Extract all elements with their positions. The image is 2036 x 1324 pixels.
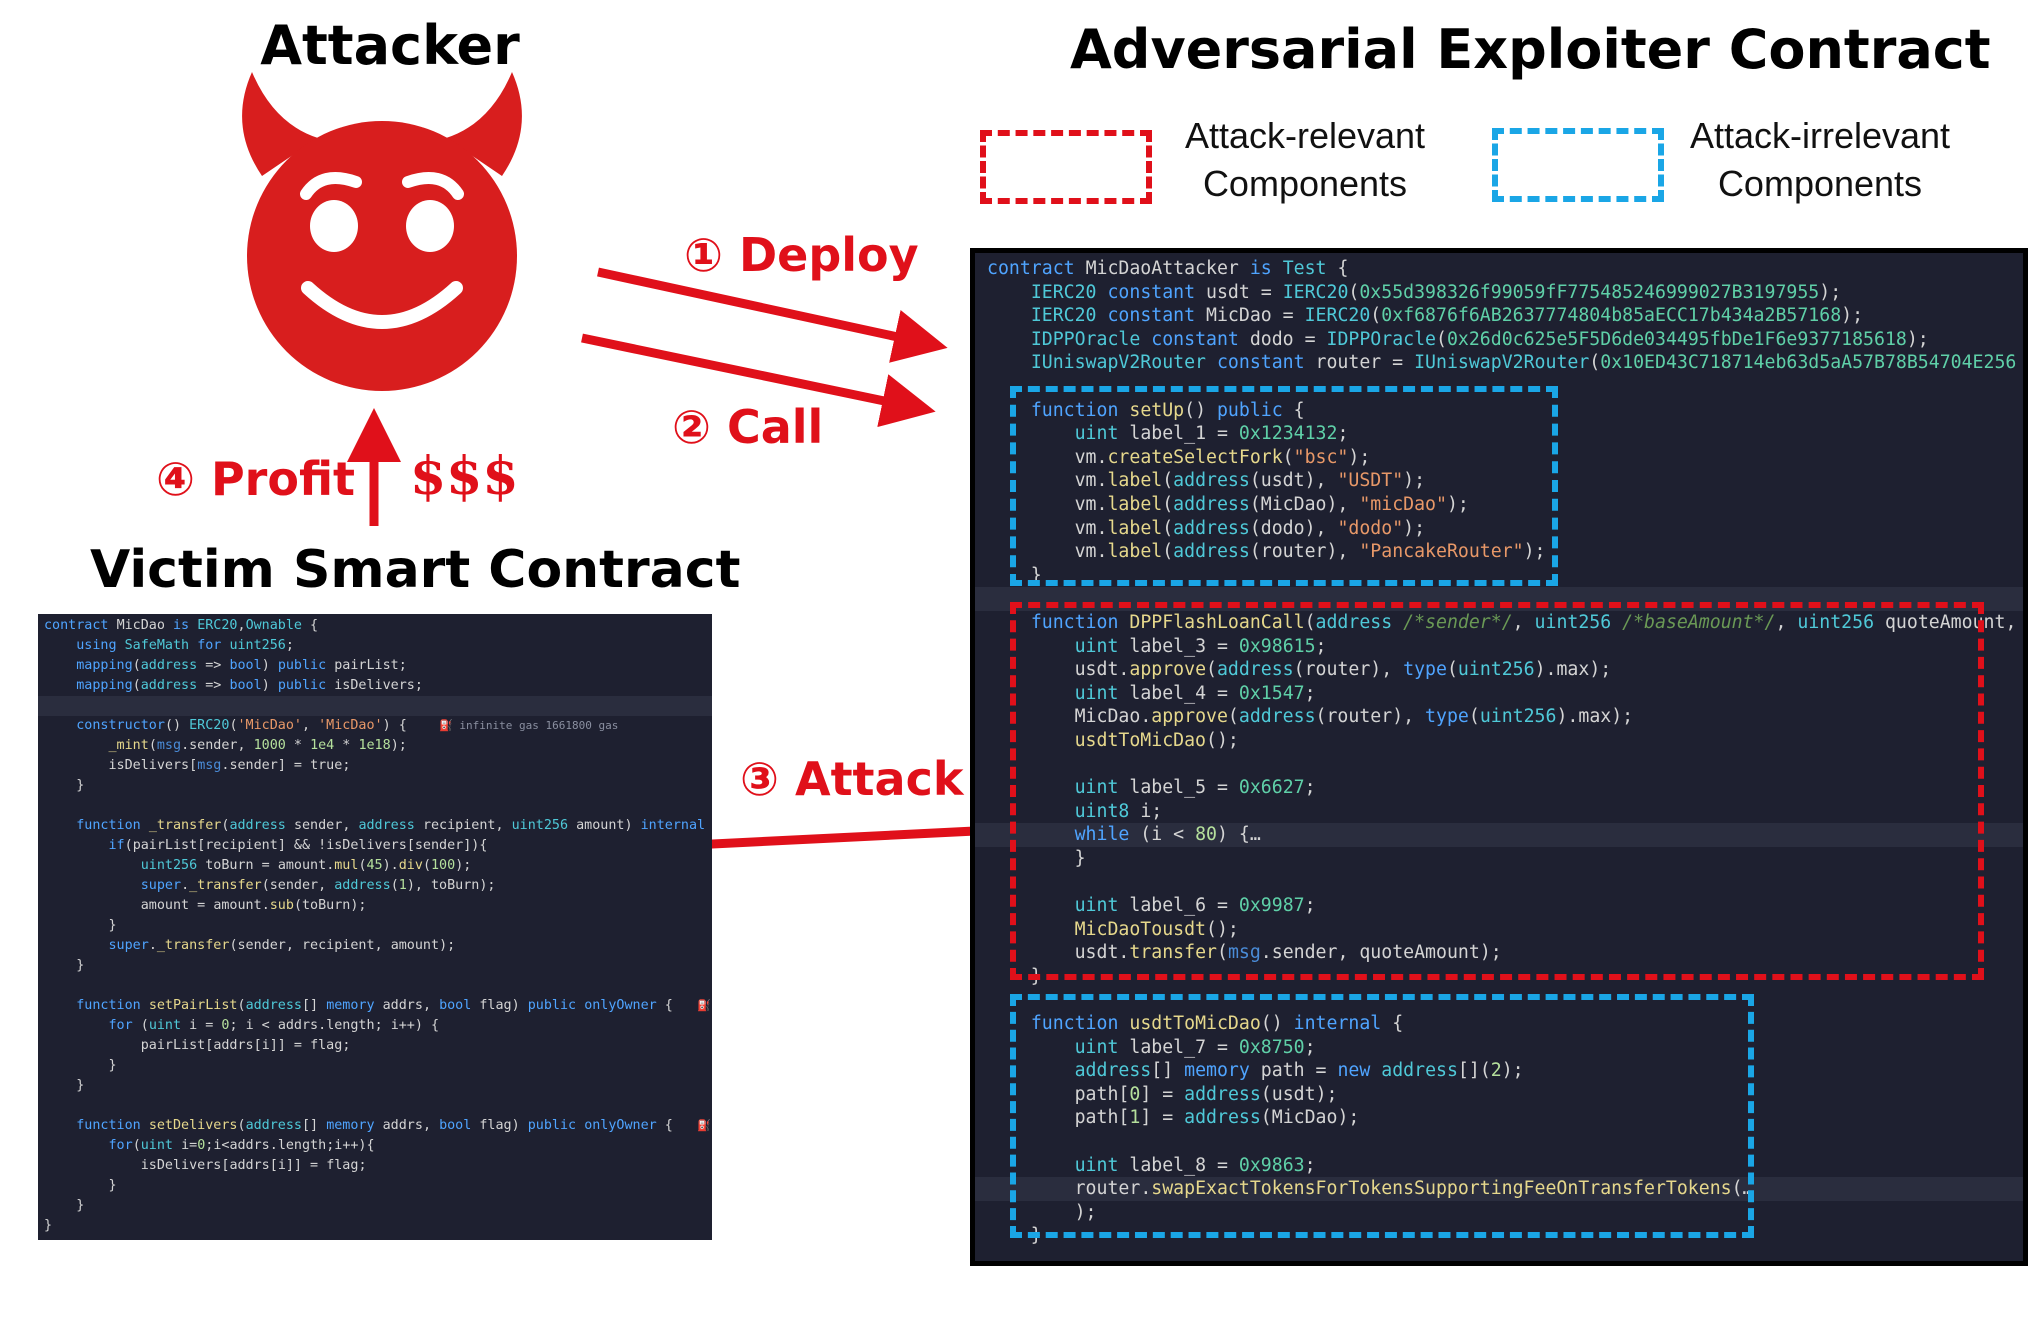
exploiter-code-line: function DPPFlashLoanCall(address /*send… xyxy=(1030,611,2017,633)
exploiter-code-line: } xyxy=(987,847,1086,869)
exploiter-code-line: uint label_6 = 0x9987; xyxy=(1074,895,1316,917)
exploiter-code-line xyxy=(975,1130,2023,1154)
victim-code-line: isDelivers[addrs[i]] = flag; xyxy=(140,1158,367,1173)
victim-code-line xyxy=(38,796,712,816)
exploiter-code-line: usdt.approve(address(router), type(uint2… xyxy=(1074,659,1612,681)
victim-code-line: } xyxy=(44,958,85,973)
exploiter-code-line: usdt.transfer(msg.sender, quoteAmount); xyxy=(1074,942,1502,964)
victim-code-line: uint256 toBurn = amount.mul(45).div(100)… xyxy=(140,858,472,873)
victim-code-line: } xyxy=(44,1078,85,1093)
profit-money-label: $$$ xyxy=(410,446,519,507)
victim-code-line: if(pairList[recipient] && !isDelivers[se… xyxy=(108,838,488,853)
exploiter-code-line: usdtToMicDao(); xyxy=(1074,729,1239,751)
exploiter-code-line: vm.createSelectFork("bsc"); xyxy=(1074,446,1371,468)
legend-irrelevant-label: Attack-irrelevant Components xyxy=(1689,115,1951,204)
victim-code-line: for(uint i=0;i<addrs.length;i++){ xyxy=(108,1138,375,1153)
victim-code-line: } xyxy=(44,1218,53,1233)
victim-code-line: function _transfer(address sender, addre… xyxy=(76,818,706,833)
exploiter-code-line: IUniswapV2Router constant router = IUnis… xyxy=(1030,352,2017,374)
victim-code-line: super._transfer(sender, address(1), toBu… xyxy=(140,878,496,893)
victim-code-line: } xyxy=(44,1198,85,1213)
exploiter-code-line: uint label_5 = 0x6627; xyxy=(1074,777,1316,799)
exploiter-code-line: uint label_7 = 0x8750; xyxy=(1074,1036,1316,1058)
victim-code-line: function setDelivers(address[] memory ad… xyxy=(76,1118,711,1133)
exploiter-code-line: MicDao.approve(address(router), type(uin… xyxy=(1074,706,1634,728)
step-attack-label: ③ Attack xyxy=(740,752,964,806)
victim-code-line: } xyxy=(44,1058,117,1073)
victim-code-line xyxy=(38,976,712,996)
exploiter-code-line: vm.label(address(router), "PancakeRouter… xyxy=(1074,541,1546,563)
call-arrow xyxy=(581,333,936,428)
exploiter-code-line xyxy=(975,870,2023,894)
exploiter-code-line: router.swapExactTokensForTokensSupportin… xyxy=(975,1177,2023,1201)
exploiter-code-line: vm.label(address(usdt), "USDT"); xyxy=(1074,470,1426,492)
devil-face-icon xyxy=(242,72,522,391)
victim-code-line: } xyxy=(44,918,117,933)
exploiter-code-line xyxy=(975,375,2023,399)
step-deploy-label: ① Deploy xyxy=(684,228,919,282)
exploiter-code-line: uint8 i; xyxy=(1074,800,1163,822)
victim-code-line: mapping(address => bool) public isDelive… xyxy=(76,678,423,693)
deploy-arrow xyxy=(597,267,948,363)
victim-code-line: mapping(address => bool) public pairList… xyxy=(76,658,407,673)
exploiter-code-line: contract MicDaoAttacker is Test { xyxy=(987,258,1349,279)
exploiter-code-line: while (i < 80) {… xyxy=(975,823,2023,847)
exploiter-code-line: uint label_3 = 0x98615; xyxy=(1074,635,1327,657)
exploiter-code-panel: contract MicDaoAttacker is Test { IERC20… xyxy=(970,248,2028,1266)
exploiter-code-line: uint label_8 = 0x9863; xyxy=(1074,1154,1316,1176)
attacker-title: Attacker xyxy=(260,14,520,77)
legend-irrelevant-swatch xyxy=(1492,128,1664,202)
victim-code-line: pairList[addrs[i]] = flag; xyxy=(140,1038,351,1053)
legend-relevant-label: Attack-relevant Components xyxy=(1184,115,1426,204)
victim-code-line xyxy=(38,696,712,716)
exploiter-code-line: IDPPOracle constant dodo = IDPPOracle(0x… xyxy=(1030,328,1929,350)
victim-code-line: isDelivers[msg.sender] = true; xyxy=(108,758,351,773)
step-call-label: ② Call xyxy=(672,400,824,454)
exploiter-code-line xyxy=(975,752,2023,776)
victim-code-line: } xyxy=(44,1178,117,1193)
exploiter-code-line: address[] memory path = new address[](2)… xyxy=(1074,1060,1524,1082)
exploiter-code-line: ); xyxy=(987,1201,1097,1223)
exploiter-code-line: IERC20 constant usdt = IERC20(0x55d39832… xyxy=(1030,281,1842,303)
exploiter-code-line: function setUp() public { xyxy=(1030,399,1305,421)
victim-code-line: super._transfer(sender, recipient, amoun… xyxy=(108,938,456,953)
exploiter-code-line: function usdtToMicDao() internal { xyxy=(1030,1013,1404,1034)
exploiter-title: Adversarial Exploiter Contract xyxy=(1070,18,1991,81)
exploiter-code-line xyxy=(975,988,2023,1012)
exploiter-code-line xyxy=(975,587,2023,611)
exploiter-code-line: IERC20 constant MicDao = IERC20(0xf6876f… xyxy=(1030,305,1864,327)
exploiter-code-line: vm.label(address(MicDao), "micDao"); xyxy=(1074,493,1469,515)
exploiter-code-line: } xyxy=(987,965,1042,987)
step-profit-label: ④ Profit xyxy=(156,452,356,506)
victim-code-line: constructor() ERC20('MicDao', 'MicDao') … xyxy=(76,718,619,733)
exploiter-code-line: } xyxy=(987,564,1042,586)
victim-code-line: using SafeMath for uint256; xyxy=(76,638,294,653)
exploiter-code-line: path[1] = address(MicDao); xyxy=(1074,1107,1360,1129)
victim-code-line: _mint(msg.sender, 1000 * 1e4 * 1e18); xyxy=(108,738,407,753)
victim-code-line: amount = amount.sub(toBurn); xyxy=(140,898,367,913)
exploiter-code-line: MicDaoTousdt(); xyxy=(1074,918,1239,940)
exploiter-code-line: vm.label(address(dodo), "dodo"); xyxy=(1074,517,1426,539)
exploiter-code-line: path[0] = address(usdt); xyxy=(1074,1083,1338,1105)
exploiter-code-line: uint label_4 = 0x1547; xyxy=(1074,682,1316,704)
exploiter-code-line: uint label_1 = 0x1234132; xyxy=(1074,423,1349,445)
exploiter-code-line: } xyxy=(987,1225,1042,1247)
victim-code-line: function setPairList(address[] memory ad… xyxy=(76,998,711,1013)
victim-code-line: } xyxy=(44,778,85,793)
victim-code-line xyxy=(38,1096,712,1116)
legend-relevant-swatch xyxy=(980,130,1152,204)
victim-code-line: contract MicDao is ERC20,Ownable { xyxy=(44,618,319,633)
victim-title: Victim Smart Contract xyxy=(90,540,741,600)
victim-code-panel: contract MicDao is ERC20,Ownable { using… xyxy=(38,614,712,1240)
victim-code-line: for (uint i = 0; i < addrs.length; i++) … xyxy=(108,1018,440,1033)
